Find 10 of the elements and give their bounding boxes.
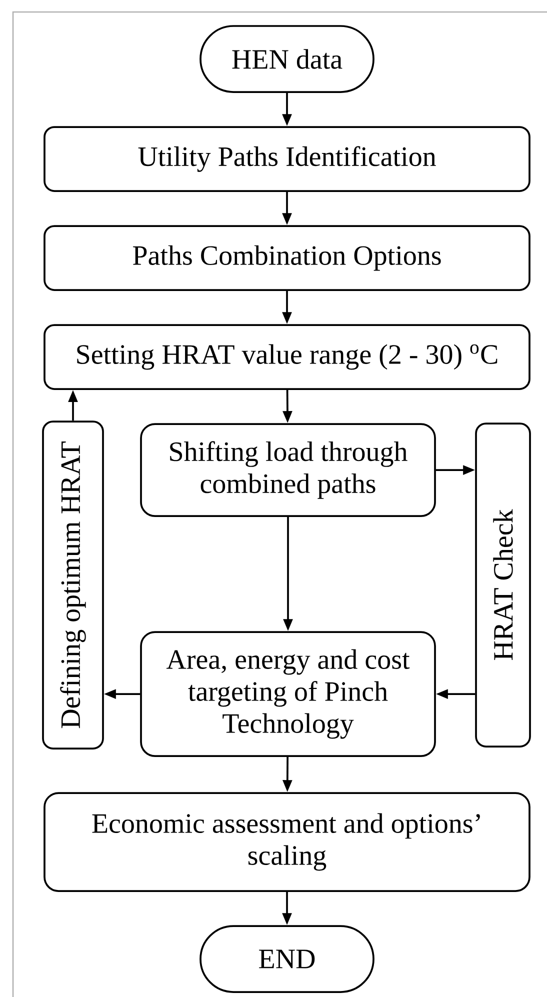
- process-box: Setting HRAT value range (2 - 30) $^{o}$C: [44, 324, 530, 390]
- process-box: Defining optimum HRAT: [42, 420, 104, 750]
- process-box: Paths Combination Options: [44, 225, 530, 291]
- terminal-box: HEN data: [200, 25, 374, 93]
- terminal-box: END: [200, 925, 374, 993]
- process-box: Shifting load through combined paths: [140, 423, 436, 517]
- process-box: Area, energy and cost targeting of Pinch Technology: [140, 631, 436, 757]
- process-box: Economic assessment and options’ scaling: [44, 792, 530, 892]
- process-box: Utility Paths Identification: [44, 126, 530, 192]
- process-box: HRAT Check: [475, 422, 531, 748]
